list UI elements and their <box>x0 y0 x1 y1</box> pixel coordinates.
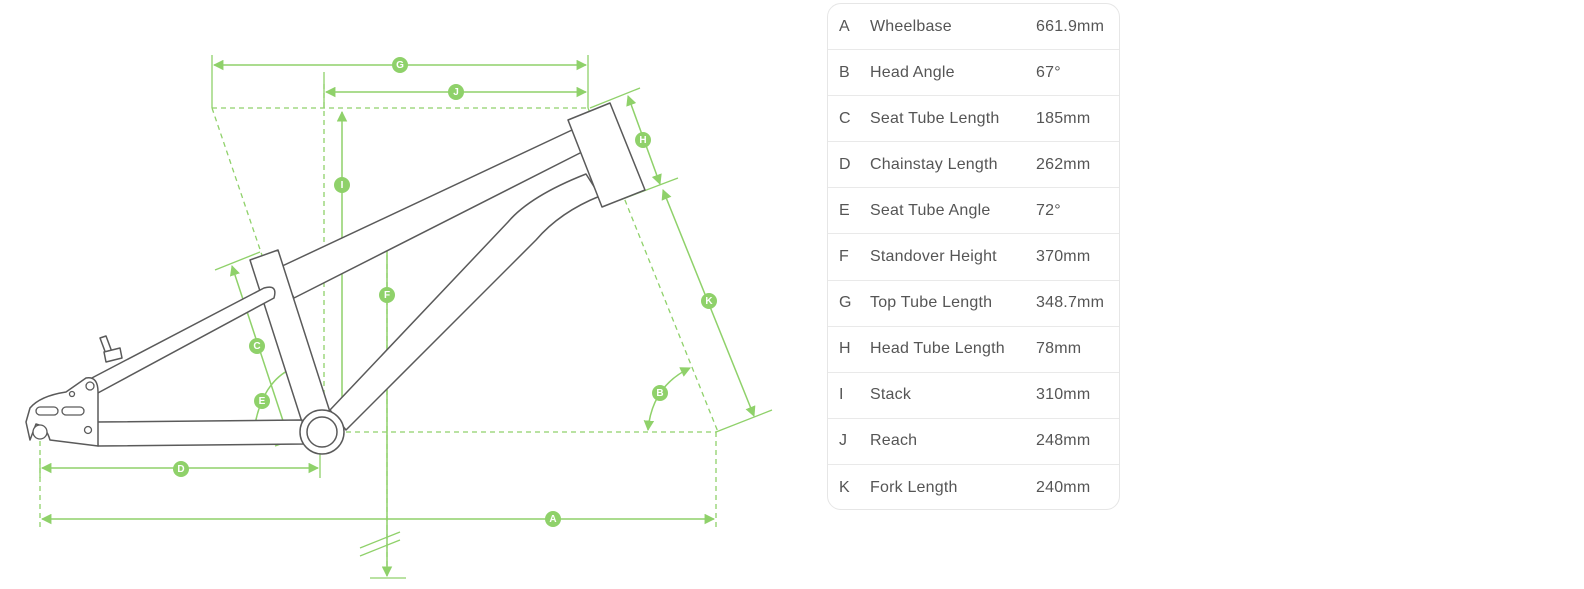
marker-k: K <box>701 293 717 309</box>
marker-d: D <box>173 461 189 477</box>
head-tube <box>567 102 646 208</box>
geometry-value: 348.7mm <box>1036 294 1105 312</box>
marker-label: G <box>396 60 404 71</box>
dimension-b <box>643 367 691 432</box>
geometry-code: G <box>839 294 852 312</box>
marker-label: D <box>177 464 184 475</box>
marker-label: C <box>253 341 260 352</box>
geometry-row-f: F Standover Height 370mm <box>828 234 1119 281</box>
extension-lines <box>39 55 773 579</box>
geometry-name: Stack <box>870 386 912 404</box>
geometry-name: Fork Length <box>870 478 958 496</box>
geometry-value: 78mm <box>1036 340 1082 358</box>
geometry-row-k: K Fork Length 240mm <box>828 465 1119 509</box>
geometry-value: 310mm <box>1036 386 1091 404</box>
geometry-code: I <box>839 386 844 404</box>
down-tube <box>329 173 601 431</box>
geometry-value: 248mm <box>1036 432 1091 450</box>
geometry-row-i: I Stack 310mm <box>828 373 1119 419</box>
marker-i: I <box>334 177 350 193</box>
geometry-name: Head Angle <box>870 63 955 81</box>
marker-label: A <box>549 514 556 525</box>
geometry-code: J <box>839 432 848 450</box>
geometry-row-e: E Seat Tube Angle 72° <box>828 188 1119 235</box>
geometry-row-b: B Head Angle 67° <box>828 50 1119 97</box>
frame-geometry-diagram: A B C D E F G H I J K <box>25 55 773 579</box>
marker-j: J <box>448 84 464 100</box>
geometry-row-h: H Head Tube Length 78mm <box>828 327 1119 373</box>
geometry-code: C <box>839 109 851 127</box>
geometry-code: E <box>839 201 850 219</box>
marker-label: E <box>259 396 266 407</box>
geometry-value: 370mm <box>1036 248 1091 266</box>
dropout-details <box>32 381 95 440</box>
geometry-name: Head Tube Length <box>870 340 1005 358</box>
geometry-value: 240mm <box>1036 478 1091 496</box>
geometry-name: Standover Height <box>870 248 997 266</box>
marker-label: F <box>384 290 390 301</box>
marker-label: I <box>341 180 344 191</box>
marker-a: A <box>545 511 561 527</box>
geometry-code: F <box>839 248 849 266</box>
geometry-code: H <box>839 340 851 358</box>
marker-b: B <box>652 385 668 401</box>
geometry-code: A <box>839 17 850 35</box>
geometry-row-a: A Wheelbase 661.9mm <box>828 4 1119 51</box>
marker-label: H <box>639 135 646 146</box>
geometry-name: Wheelbase <box>870 17 952 35</box>
marker-f: F <box>379 287 395 303</box>
marker-label: K <box>705 296 713 307</box>
geometry-name: Top Tube Length <box>870 294 993 312</box>
marker-e: E <box>254 393 270 409</box>
geometry-value: 185mm <box>1036 109 1091 127</box>
marker-g: G <box>392 57 408 73</box>
geometry-value: 67° <box>1036 63 1061 81</box>
geometry-row-g: G Top Tube Length 348.7mm <box>828 281 1119 327</box>
geometry-value: 262mm <box>1036 155 1091 173</box>
marker-h: H <box>635 132 651 148</box>
geometry-code: K <box>839 478 850 496</box>
geometry-name: Reach <box>870 432 918 450</box>
seat-stay <box>87 286 276 395</box>
geometry-code: B <box>839 63 850 81</box>
marker-c: C <box>249 338 265 354</box>
geometry-name: Chainstay Length <box>870 155 998 173</box>
geometry-row-c: C Seat Tube Length 185mm <box>828 96 1119 143</box>
marker-label: B <box>656 388 663 399</box>
bike-frame <box>25 102 646 455</box>
geometry-name: Seat Tube Length <box>870 109 1000 127</box>
geometry-value: 72° <box>1036 201 1061 219</box>
geometry-name: Seat Tube Angle <box>870 201 991 219</box>
geometry-row-j: J Reach 248mm <box>828 419 1119 465</box>
geometry-code: D <box>839 155 851 173</box>
marker-label: J <box>453 87 459 98</box>
geometry-value: 661.9mm <box>1036 17 1105 35</box>
geometry-row-d: D Chainstay Length 262mm <box>828 142 1119 189</box>
chain-stay <box>95 419 305 447</box>
